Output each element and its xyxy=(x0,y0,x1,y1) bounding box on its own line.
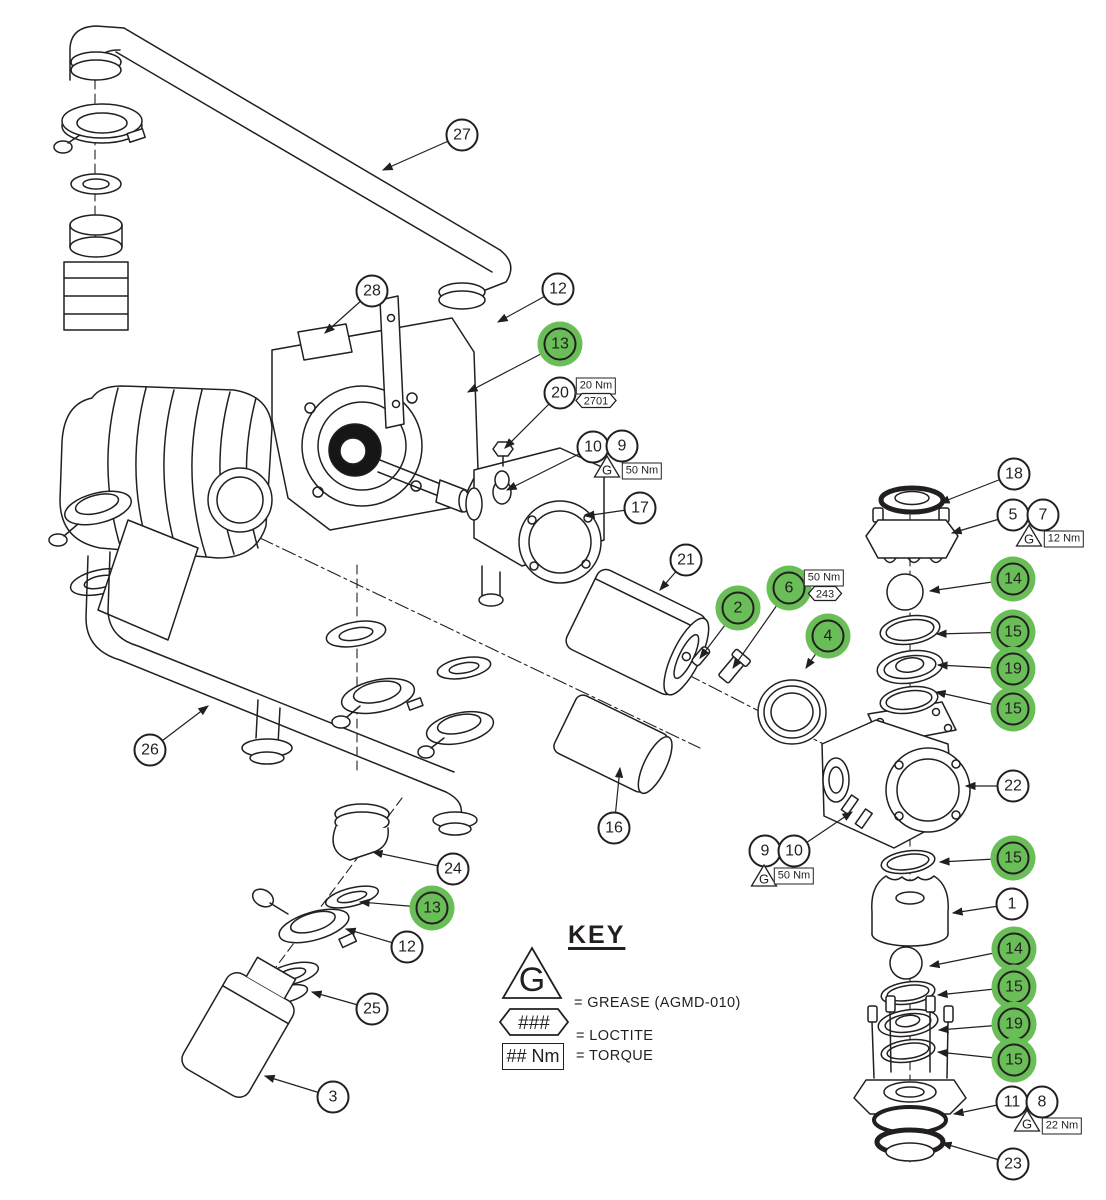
torque-box-icon: ## Nm xyxy=(502,1043,564,1070)
grease-symbol: G xyxy=(1015,523,1043,553)
part-balloon-9: 9 xyxy=(605,429,639,463)
part-balloon-22: 22 xyxy=(996,769,1030,803)
valve-block-17 xyxy=(465,441,605,607)
key-torque-text: = TORQUE xyxy=(576,1048,654,1064)
key-loctite-text: = LOCTITE xyxy=(576,1028,654,1044)
grease-triangle-icon: G xyxy=(501,946,563,999)
part-balloon-5: 5 xyxy=(996,498,1030,532)
part-balloon-2: 2 xyxy=(721,591,755,625)
part-balloon-20: 20 xyxy=(543,376,577,410)
torque-label: 12 Nm xyxy=(1043,530,1085,548)
torque-label: 50 Nm xyxy=(803,569,845,587)
part-balloon-25: 25 xyxy=(355,992,389,1026)
part-balloon-19: 19 xyxy=(996,652,1030,686)
torque-label: 50 Nm xyxy=(773,867,815,885)
part-balloon-4: 4 xyxy=(811,619,845,653)
small-parts-2-6-4 xyxy=(691,646,827,745)
part-balloon-7: 7 xyxy=(1026,498,1060,532)
torque-label: 22 Nm xyxy=(1041,1117,1083,1135)
mounting-plate xyxy=(379,295,405,429)
part-balloon-12: 12 xyxy=(541,272,575,306)
part-balloon-14: 14 xyxy=(996,562,1030,596)
part-balloon-15: 15 xyxy=(997,970,1031,1004)
key-legend: KEY G = GREASE (AGMD-010) ### = LOCTITE … xyxy=(498,915,768,1085)
loctite-symbol-text: ### xyxy=(518,1013,550,1034)
torque-symbol-text: ## Nm xyxy=(506,1046,560,1066)
part-balloon-15: 15 xyxy=(996,692,1030,726)
ferrule-23 xyxy=(874,1127,946,1157)
right-valve-column xyxy=(853,485,967,1162)
knob-1 xyxy=(871,921,949,947)
svg-text:G: G xyxy=(1022,1117,1032,1132)
grease-symbol: G xyxy=(750,863,778,893)
loctite-label: 2701 xyxy=(575,392,617,414)
ball-valve-22 xyxy=(821,701,971,849)
grease-symbol: G xyxy=(593,454,621,484)
cylinder-16 xyxy=(553,694,673,795)
part-balloon-28: 28 xyxy=(355,274,389,308)
clamps-and-gaskets xyxy=(325,620,495,759)
part-balloon-14: 14 xyxy=(997,932,1031,966)
part-balloon-17: 17 xyxy=(623,491,657,525)
part-balloon-19: 19 xyxy=(997,1007,1031,1041)
svg-text:243: 243 xyxy=(816,589,834,601)
part-balloon-27: 27 xyxy=(445,118,479,152)
part-balloon-6: 6 xyxy=(772,571,806,605)
top-left-ferrule-stack xyxy=(53,25,146,331)
svg-text:2701: 2701 xyxy=(584,396,608,408)
part-balloon-18: 18 xyxy=(997,457,1031,491)
lower-pipe-26 xyxy=(85,551,478,836)
part-balloon-12: 12 xyxy=(390,930,424,964)
drain-stack xyxy=(181,803,390,1098)
part-balloon-13: 13 xyxy=(543,327,577,361)
part-balloon-13: 13 xyxy=(415,891,449,925)
bottle-3 xyxy=(181,956,297,1098)
part-balloon-21: 21 xyxy=(669,543,703,577)
bottom-flange-11 xyxy=(853,1079,967,1115)
svg-text:G: G xyxy=(1024,532,1034,547)
svg-text:G: G xyxy=(602,463,612,478)
suction-pipe-27 xyxy=(115,27,512,310)
loctite-label: 243 xyxy=(807,585,843,607)
part-balloon-10: 10 xyxy=(777,834,811,868)
blower-assembly xyxy=(48,295,506,641)
key-grease-text: = GREASE (AGMD-010) xyxy=(574,995,741,1011)
key-title: KEY xyxy=(568,921,626,949)
loctite-hexagon-icon: ### xyxy=(498,1008,570,1036)
filter-canister-21 xyxy=(565,568,710,696)
part-balloon-24: 24 xyxy=(436,852,470,886)
grease-symbol: G xyxy=(1013,1108,1041,1138)
part-balloon-3: 3 xyxy=(316,1080,350,1114)
part-balloon-23: 23 xyxy=(996,1147,1030,1181)
part-balloon-26: 26 xyxy=(133,733,167,767)
part-balloon-15: 15 xyxy=(996,841,1030,875)
torque-label: 50 Nm xyxy=(621,462,663,480)
grease-symbol-letter: G xyxy=(519,961,545,999)
part-balloon-15: 15 xyxy=(997,1043,1031,1077)
part-balloon-1: 1 xyxy=(995,887,1029,921)
part-balloon-15: 15 xyxy=(996,615,1030,649)
part-balloon-16: 16 xyxy=(597,811,631,845)
part-balloon-11: 11 xyxy=(995,1085,1029,1119)
svg-text:G: G xyxy=(759,872,769,887)
